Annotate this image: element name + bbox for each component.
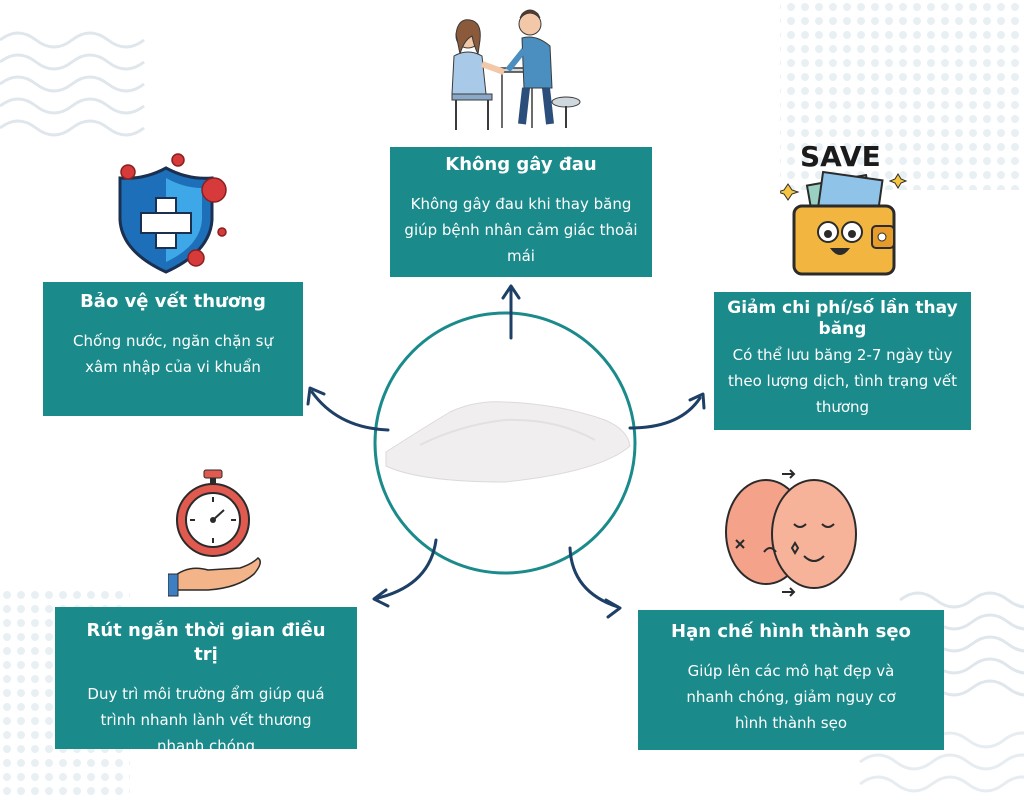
shield-virus-icon [118,153,227,274]
card-pain-free-body: Không gây đau khi thay băng giúp bệnh nh… [404,195,638,265]
arrow-to-pain [501,284,521,340]
card-scar-limit-title: Hạn chế hình thành sẹo [671,621,911,642]
card-scar-limit-body: Giúp lên các mô hạt đẹp và nhanh chóng, … [686,662,896,732]
arrow-to-protect [306,386,390,432]
card-wound-protection: Bảo vệ vết thương Chống nước, ngăn chặn … [43,282,303,416]
nurse-patient-icon [451,9,581,130]
arrow-to-time [372,538,438,608]
card-scar-limit: Hạn chế hình thành sẹo Giúp lên các mô h… [638,610,944,750]
card-cost-reduction-body: Có thể lưu băng 2-7 ngày tùy theo lượng … [727,346,958,416]
arrow-to-cost [628,392,706,430]
card-wound-protection-body: Chống nước, ngăn chặn sự xâm nhập của vi… [73,332,273,376]
foam-dressing-pad [385,401,631,483]
card-shorter-treatment: Rút ngắn thời gian điều trị Duy trì môi … [55,607,357,755]
card-cost-reduction: Giảm chi phí/số lần thay băng Có thể lưu… [714,292,971,430]
card-cost-reduction-title: Giảm chi phí/số lần thay băng [727,298,958,339]
card-pain-free-title: Không gây đau [445,154,597,175]
stopwatch-hand-icon [168,469,261,597]
arrow-to-scar [568,546,622,619]
wave-lines-top-left [0,31,145,137]
save-wallet-icon: SAVE [780,140,908,276]
card-wound-protection-title: Bảo vệ vết thương [80,291,266,312]
card-shorter-treatment-title: Rút ngắn thời gian điều trị [86,620,326,665]
card-shorter-treatment-body: Duy trì môi trường ẩm giúp quá trình nha… [87,685,325,755]
dot-pattern-top-right [780,0,1024,190]
save-text-icon: SAVE [800,140,881,173]
card-pain-free: Không gây đau Không gây đau khi thay băn… [390,147,652,277]
faces-scar-icon [725,469,857,597]
